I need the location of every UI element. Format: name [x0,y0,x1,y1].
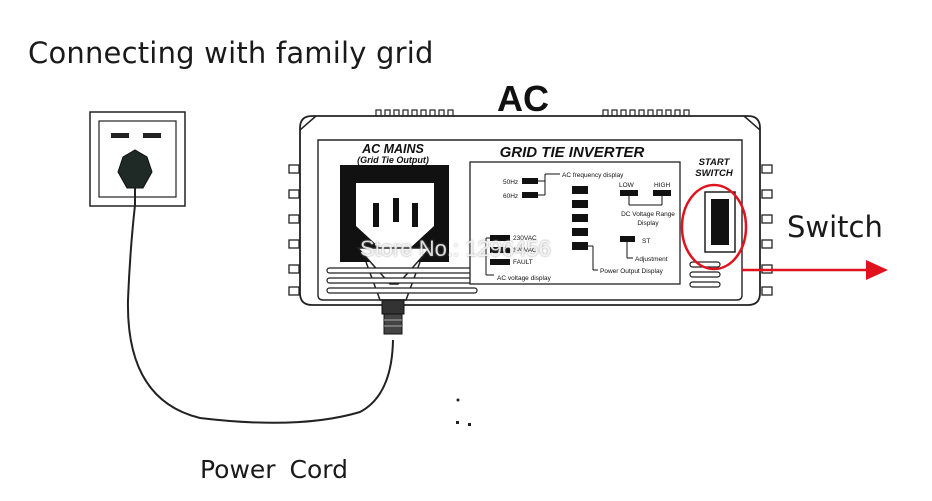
arrow-icon [742,260,888,280]
high-label: HIGH [654,182,671,189]
adjustment-label: Adjustment [635,256,668,263]
switch-highlight-circle [680,183,748,271]
plug-icon [117,149,153,189]
ac-mains-socket [340,165,449,262]
low-label: LOW [619,182,635,189]
power-cord-label: Power Cord [200,455,348,484]
vents [326,261,721,294]
display-panel [469,161,681,285]
switch-label: Switch [787,210,883,244]
ac-freq-display-label: AC frequency display [562,172,624,179]
panel-title: GRID TIE INVERTER [500,144,645,161]
ac-mains-label: AC MAINS [361,142,424,156]
dc-range-label: DC Voltage Range [621,211,675,218]
switch-panel-label: SWITCH [695,168,734,179]
dc-range-label-2: Display [637,220,659,227]
diagram-title: Connecting with family grid [28,36,434,70]
ac-voltage-display-label: AC voltage display [497,275,552,282]
fault-label: FAULT [513,259,533,266]
power-cord [126,204,394,424]
230vac-label: 230VAC [513,235,537,242]
120vac-label: 120VAC [513,247,537,254]
wall-socket [89,111,186,207]
ac-mains-sub-label: (Grid Tie Output) [357,155,429,165]
start-switch [704,191,736,253]
freq-50-label: 50Hz [503,179,518,186]
watermark: Store No.: 1296456 [360,236,551,261]
st-label: ST [642,238,650,245]
ac-label: AC [497,78,549,119]
freq-60-label: 60Hz [503,193,518,200]
power-output-display-label: Power Output Display [600,268,664,275]
start-label: START [699,157,731,168]
